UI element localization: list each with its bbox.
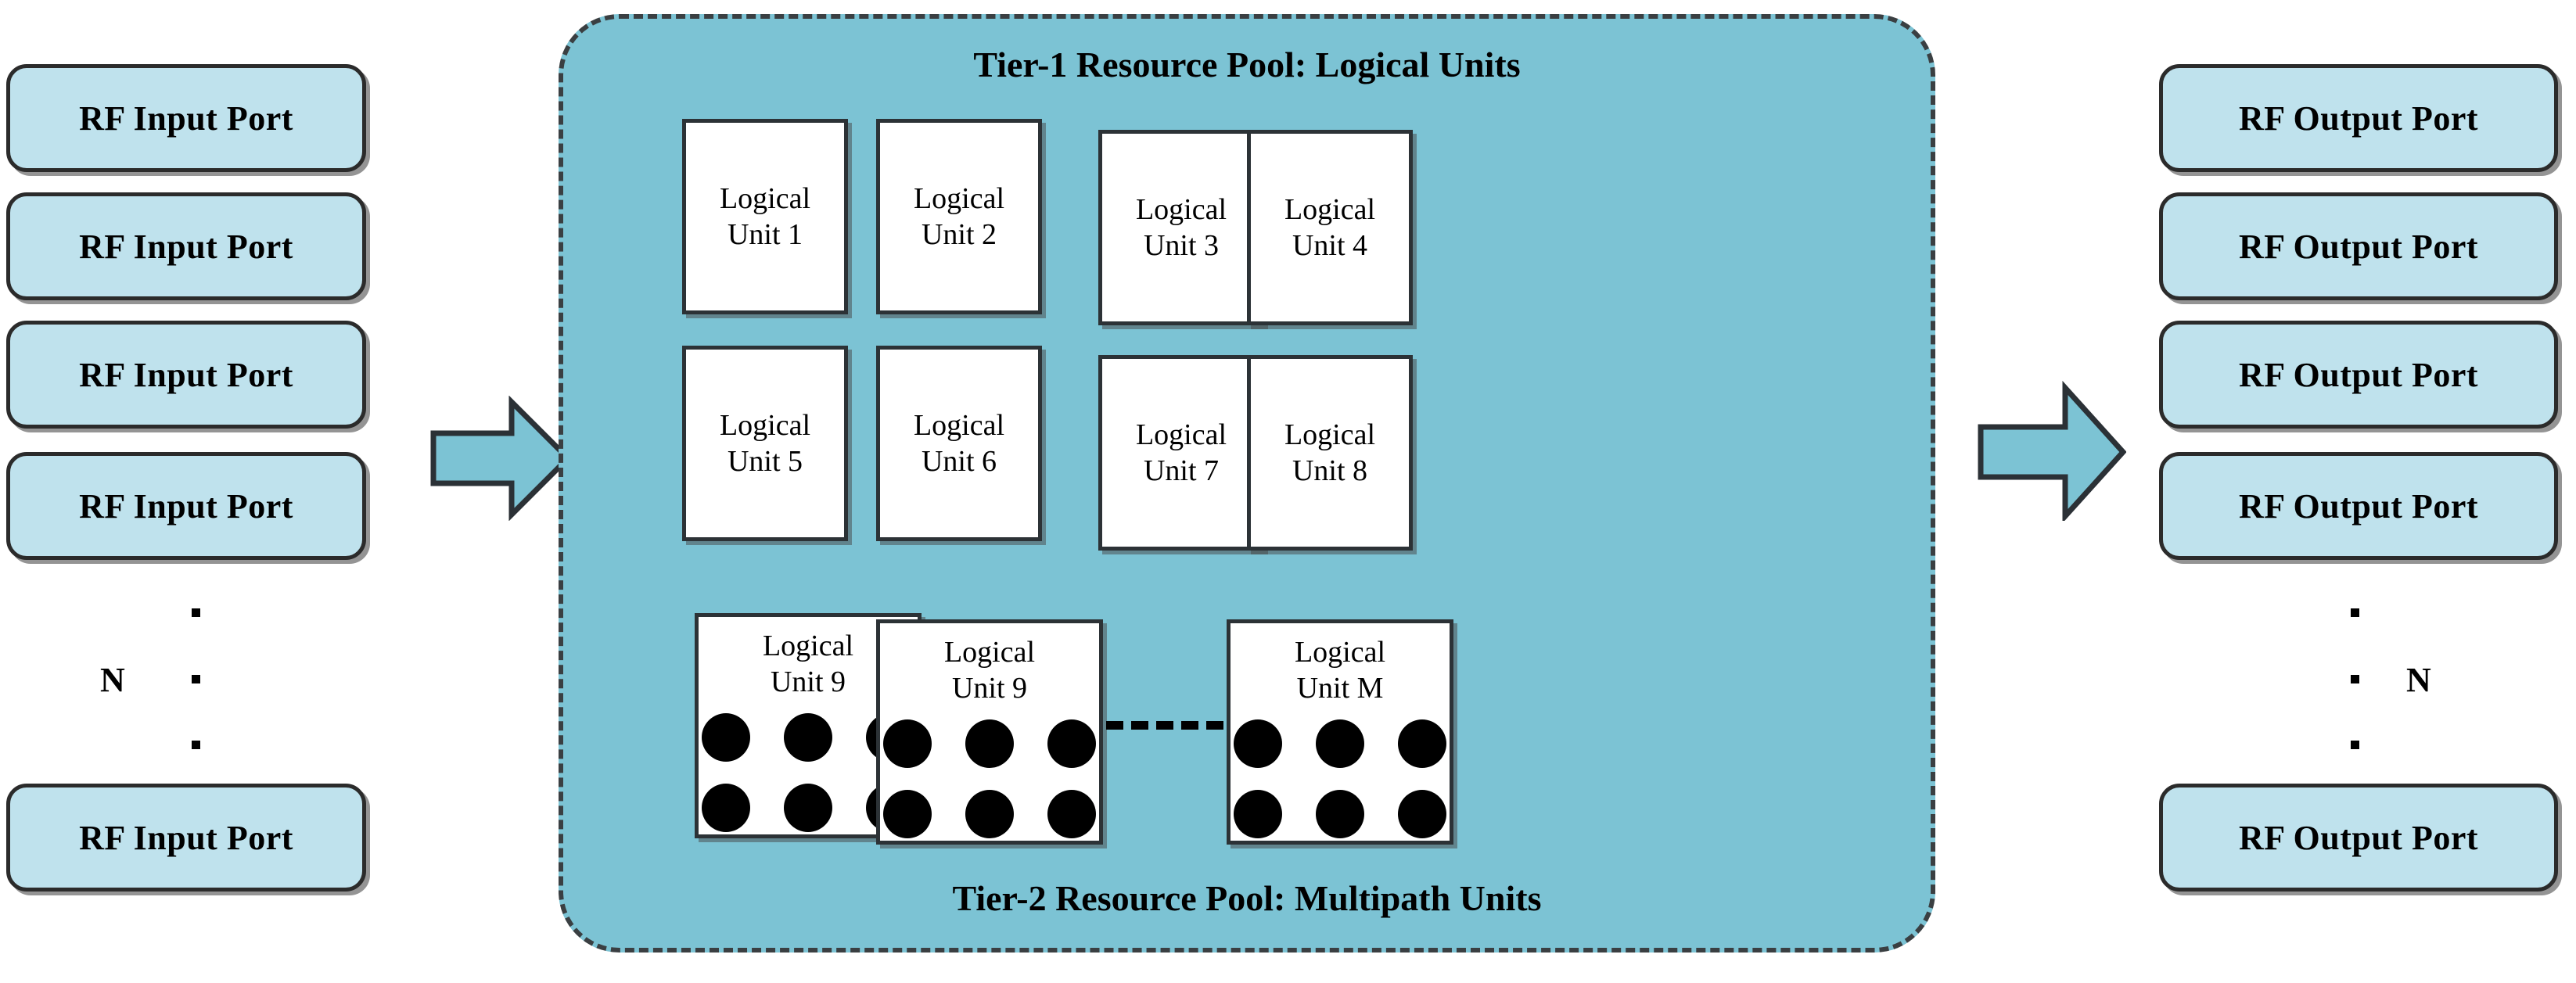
logical-unit-label-line1: Logical: [719, 408, 811, 442]
rf-output-port-label: RF Output Port: [2238, 227, 2479, 266]
tier1-pool-title: Tier-1 Resource Pool: Logical Units: [973, 45, 1521, 84]
logical-unit-label-line2: Unit 1: [727, 218, 803, 251]
rf-input-port-3[interactable]: RF Input Port: [6, 321, 366, 429]
rf-output-port-4[interactable]: RF Output Port: [2159, 452, 2558, 560]
multipath-dot: [1234, 789, 1282, 838]
multipath-dot: [1398, 719, 1446, 768]
rf-input-port-label: RF Input Port: [79, 355, 293, 394]
logical-unit-label-line2: Unit 8: [1292, 454, 1368, 487]
logical-unit-4[interactable]: Logical Unit 4: [1247, 130, 1413, 325]
logical-unit-label-line1: Logical: [1135, 418, 1227, 451]
input-flow-right-arrow-icon: [430, 395, 572, 522]
rf-input-port-2[interactable]: RF Input Port: [6, 192, 366, 300]
ellipsis-dot: [191, 674, 200, 683]
logical-unit-label-line2: Unit 7: [1143, 454, 1220, 487]
logical-unit-1[interactable]: Logical Unit 1: [682, 119, 848, 314]
multipath-unit-label: Logical Unit 9: [762, 630, 854, 699]
multipath-dot: [883, 789, 932, 838]
multipath-dot: [1398, 789, 1446, 838]
resource-pool-panel: Tier-1 Resource Pool: Logical Units Logi…: [559, 14, 1935, 953]
rf-input-port-4[interactable]: RF Input Port: [6, 452, 366, 560]
logical-unit-label-line1: Logical: [719, 181, 811, 215]
rf-output-port-label: RF Output Port: [2238, 355, 2479, 394]
multipath-unit-label: Logical Unit M: [1294, 636, 1386, 705]
logical-unit-5[interactable]: Logical Unit 5: [682, 346, 848, 541]
logical-unit-label-line1: Logical: [1135, 192, 1227, 226]
logical-unit-label-line1: Logical: [913, 408, 1005, 442]
rf-output-port-1[interactable]: RF Output Port: [2159, 64, 2558, 172]
rf-output-port-2[interactable]: RF Output Port: [2159, 192, 2558, 300]
multipath-dot: [702, 712, 750, 762]
rf-input-port-5[interactable]: RF Input Port: [6, 784, 366, 892]
logical-unit-6[interactable]: Logical Unit 6: [876, 346, 1042, 541]
multipath-unit-3[interactable]: Logical Unit M: [1227, 619, 1453, 845]
logical-unit-label-line2: Unit 3: [1143, 229, 1220, 262]
rf-input-port-label: RF Input Port: [79, 227, 293, 266]
multipath-dot: [1234, 719, 1282, 768]
output-flow-right-arrow-icon: [1978, 380, 2127, 524]
rf-input-port-label: RF Input Port: [79, 818, 293, 857]
rf-input-port-label: RF Input Port: [79, 99, 293, 138]
input-vertical-ellipsis-icon: [191, 608, 200, 749]
logical-unit-2[interactable]: Logical Unit 2: [876, 119, 1042, 314]
multipath-unit-2[interactable]: Logical Unit 9: [876, 619, 1103, 845]
rf-input-port-label: RF Input Port: [79, 486, 293, 526]
logical-unit-8[interactable]: Logical Unit 8: [1247, 355, 1413, 551]
multipath-dot: [1316, 789, 1364, 838]
multipath-dot: [784, 712, 832, 762]
ellipsis-dot: [2350, 741, 2359, 749]
logical-unit-label-line2: Unit 4: [1292, 229, 1368, 262]
rf-output-port-label: RF Output Port: [2238, 818, 2479, 857]
rf-output-port-label: RF Output Port: [2238, 486, 2479, 526]
logical-unit-label-line1: Logical: [1284, 418, 1376, 451]
multipath-dot: [1316, 719, 1364, 768]
multipath-dot: [965, 719, 1014, 768]
rf-input-port-1[interactable]: RF Input Port: [6, 64, 366, 172]
rf-output-port-label: RF Output Port: [2238, 99, 2479, 138]
multipath-dot: [1047, 719, 1096, 768]
ellipsis-dot: [191, 741, 200, 749]
multipath-dot: [965, 789, 1014, 838]
logical-unit-7[interactable]: Logical Unit 7: [1098, 355, 1264, 551]
input-port-count-label: N: [100, 661, 125, 699]
multipath-dot-grid-icon: [1234, 719, 1446, 838]
logical-unit-label-line2: Unit 5: [727, 445, 803, 478]
logical-unit-3[interactable]: Logical Unit 3: [1098, 130, 1264, 325]
multipath-unit-label: Logical Unit 9: [943, 636, 1036, 705]
ellipsis-dot: [2350, 608, 2359, 617]
multipath-dashed-connector-icon: [1106, 721, 1223, 730]
multipath-dot: [883, 719, 932, 768]
output-port-count-label: N: [2406, 661, 2431, 699]
logical-unit-label-line1: Logical: [1284, 192, 1376, 226]
multipath-dot: [784, 783, 832, 832]
rf-output-port-3[interactable]: RF Output Port: [2159, 321, 2558, 429]
multipath-dot: [702, 783, 750, 832]
logical-unit-label-line1: Logical: [913, 181, 1005, 215]
multipath-dot-grid-icon: [883, 719, 1096, 838]
logical-unit-label-line2: Unit 6: [921, 445, 997, 478]
logical-unit-label-line2: Unit 2: [921, 218, 997, 251]
ellipsis-dot: [191, 608, 200, 617]
tier2-pool-title: Tier-2 Resource Pool: Multipath Units: [952, 878, 1542, 918]
multipath-dot: [1047, 789, 1096, 838]
output-vertical-ellipsis-icon: [2350, 608, 2359, 749]
rf-output-port-5[interactable]: RF Output Port: [2159, 784, 2558, 892]
ellipsis-dot: [2350, 674, 2359, 683]
